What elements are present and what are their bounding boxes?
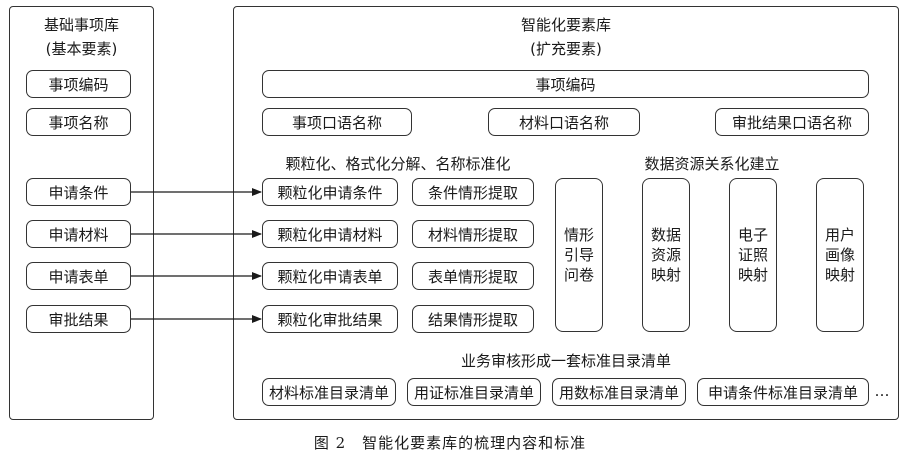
- data-relation-heading: 数据资源关系化建立: [644, 155, 780, 173]
- granular-application-conditions: 颗粒化申请条件: [262, 178, 398, 206]
- form-scenario-extraction: 表单情形提取: [412, 262, 534, 290]
- left-approval-result: 审批结果: [26, 305, 131, 333]
- colloquial-item-name: 事项口语名称: [262, 108, 412, 136]
- basic-item-library-panel: [9, 6, 154, 420]
- e-license-mapping: 电子证照映射: [729, 178, 777, 332]
- result-scenario-extraction: 结果情形提取: [412, 305, 534, 333]
- left-application-conditions: 申请条件: [26, 178, 131, 206]
- material-scenario-extraction: 材料情形提取: [412, 220, 534, 248]
- certificate-standard-list: 用证标准目录清单: [407, 378, 541, 406]
- granular-application-materials: 颗粒化申请材料: [262, 220, 398, 248]
- data-usage-standard-list: 用数标准目录清单: [552, 378, 686, 406]
- granular-application-form: 颗粒化申请表单: [262, 262, 398, 290]
- smart-library-title: 智能化要素库: [520, 16, 611, 34]
- left-application-materials: 申请材料: [26, 220, 131, 248]
- data-resource-mapping: 数据资源映射: [642, 178, 690, 332]
- condition-standard-list: 申请条件标准目录清单: [697, 378, 869, 406]
- colloquial-material-name: 材料口语名称: [488, 108, 640, 136]
- figure-caption: 图 2 智能化要素库的梳理内容和标准: [313, 434, 587, 452]
- basic-library-subtitle: (基本要素): [45, 40, 118, 58]
- smart-element-library-panel: [233, 6, 899, 420]
- left-application-form: 申请表单: [26, 262, 131, 290]
- colloquial-result-name: 审批结果口语名称: [715, 108, 869, 136]
- user-profile-mapping: 用户画像映射: [816, 178, 864, 332]
- right-item-code-bar: 事项编码: [262, 70, 869, 98]
- condition-scenario-extraction: 条件情形提取: [412, 178, 534, 206]
- material-standard-list: 材料标准目录清单: [262, 378, 396, 406]
- standard-list-heading: 业务审核形成一套标准目录清单: [460, 352, 671, 370]
- list-ellipsis: …: [874, 382, 890, 400]
- left-item-name: 事项名称: [26, 108, 131, 136]
- smart-library-subtitle: (扩充要素): [530, 40, 602, 58]
- granular-heading: 颗粒化、格式化分解、名称标准化: [285, 155, 511, 173]
- basic-library-title: 基础事项库: [43, 16, 119, 34]
- granular-approval-result: 颗粒化审批结果: [262, 305, 398, 333]
- scenario-guide-questionnaire: 情形引导问卷: [555, 178, 603, 332]
- left-item-code: 事项编码: [26, 70, 131, 98]
